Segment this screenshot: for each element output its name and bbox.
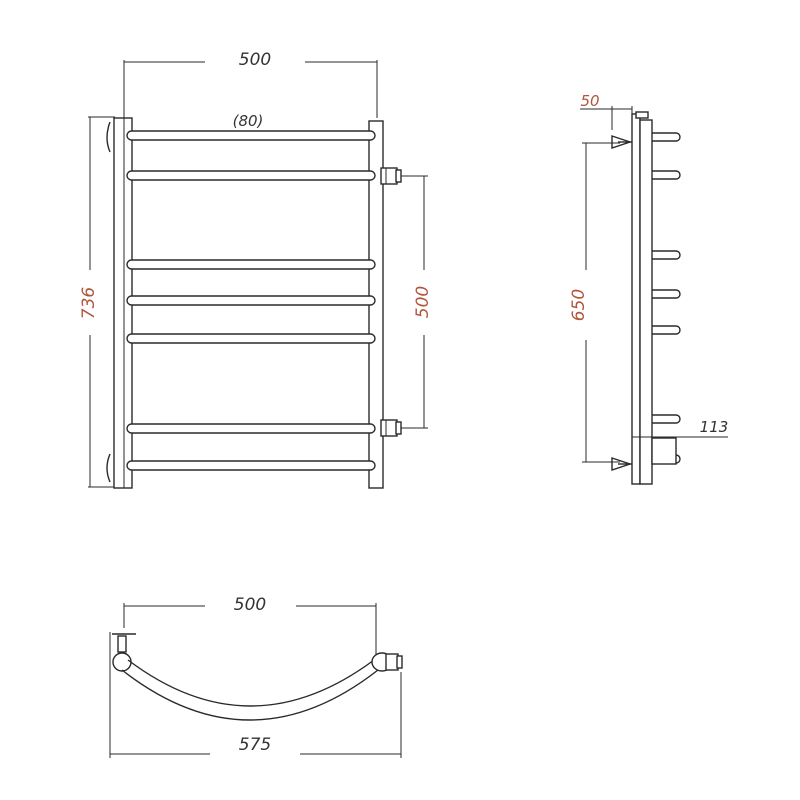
side-mount-height-label: 650 xyxy=(569,289,589,321)
top-left-post xyxy=(112,652,132,672)
side-top-cap xyxy=(635,111,649,119)
rung-end xyxy=(652,170,681,180)
rung-end xyxy=(652,414,681,424)
top-left-bracket xyxy=(112,633,136,672)
front-view: 500 736 (80) xyxy=(79,50,433,489)
top-overall-width-dimension: 575 xyxy=(109,632,402,758)
front-width-label: 500 xyxy=(239,50,271,70)
rung xyxy=(126,130,376,141)
curved-rung-inner xyxy=(127,659,375,707)
side-depth-label: 113 xyxy=(700,418,729,436)
rung xyxy=(126,170,376,181)
rung xyxy=(126,423,376,434)
front-width-dimension: 500 xyxy=(123,50,378,118)
rung-end xyxy=(652,325,681,335)
left-top-bracket xyxy=(106,121,111,153)
side-rear-tube xyxy=(639,119,653,485)
top-right-connection xyxy=(371,652,403,672)
connection-distance-dimension: 500 xyxy=(401,175,433,429)
rung xyxy=(126,460,376,471)
top-connection-fitting xyxy=(380,167,402,185)
side-front-tube xyxy=(631,113,641,485)
rung-end xyxy=(652,250,681,260)
front-rungs xyxy=(126,130,376,471)
curved-rung-outer xyxy=(121,669,379,721)
side-connection-fitting xyxy=(651,437,677,465)
front-height-dimension: 736 xyxy=(79,116,120,488)
rung xyxy=(126,333,376,344)
rung-end xyxy=(652,289,681,299)
side-mount-height-dimension: 650 xyxy=(569,142,620,463)
rung-end xyxy=(652,132,681,142)
top-inner-width-dimension: 500 xyxy=(123,595,377,655)
rung xyxy=(126,259,376,270)
side-rung-ends xyxy=(652,132,681,464)
left-bottom-bracket xyxy=(106,453,111,483)
rung-pitch-label: (80) xyxy=(233,112,264,130)
top-overall-width-label: 575 xyxy=(239,735,271,755)
side-top-mount xyxy=(611,135,633,149)
top-view: 500 575 xyxy=(109,595,403,758)
bottom-connection-fitting xyxy=(380,419,402,437)
side-bottom-mount xyxy=(611,457,633,471)
rung xyxy=(126,295,376,306)
top-inner-width-label: 500 xyxy=(234,595,266,615)
side-top-offset-label: 50 xyxy=(580,92,599,110)
side-view: 50 650 xyxy=(569,92,729,485)
side-top-offset-dimension: 50 xyxy=(580,92,633,130)
side-depth-dimension: 113 xyxy=(632,418,729,438)
connection-distance-label: 500 xyxy=(413,286,433,318)
front-height-label: 736 xyxy=(79,287,99,320)
